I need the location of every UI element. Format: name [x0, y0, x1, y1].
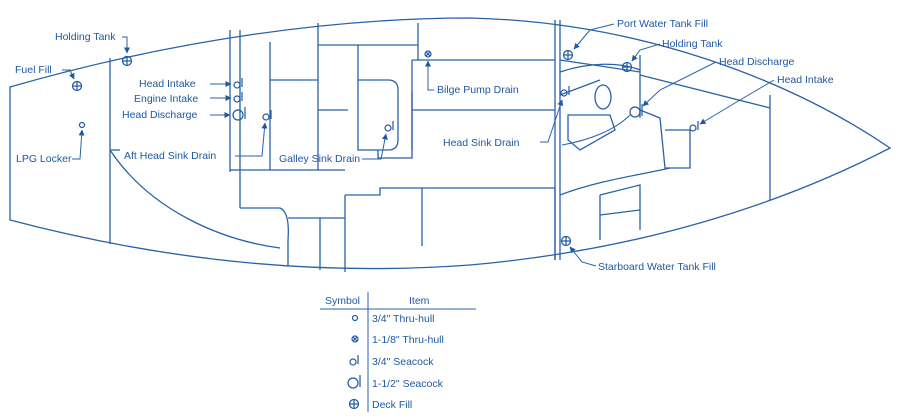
label-head-discharge-fwd: Head Discharge [719, 56, 794, 68]
legend-item: 1-1/8" Thru-hull [372, 334, 444, 346]
label-head-discharge-aft: Head Discharge [122, 109, 197, 121]
head-discharge-aft-seacock-icon [232, 107, 246, 121]
plan-labels: Holding Tank Fuel Fill LPG Locker Head I… [15, 18, 834, 273]
head-intake-fwd-seacock-icon [689, 121, 699, 132]
starboard-water-tank-fill-deck-fill-icon [560, 235, 572, 247]
legend-item: 3/4" Thru-hull [372, 313, 434, 325]
head-sink-fwd-seacock-icon [560, 86, 570, 97]
head-discharge-fwd-seacock-icon [629, 104, 643, 118]
label-holding-tank-port: Holding Tank [55, 31, 116, 43]
engine-intake-seacock-icon [233, 92, 243, 103]
label-head-intake-fwd: Head Intake [777, 74, 834, 86]
label-aft-head-sink-drain: Aft Head Sink Drain [124, 150, 216, 162]
label-holding-tank-fwd: Holding Tank [662, 38, 723, 50]
holding-tank-port-deck-fill-icon [121, 55, 133, 67]
label-head-intake-aft: Head Intake [139, 78, 196, 90]
fuel-fill-deck-fill-icon [71, 80, 83, 92]
label-fuel-fill: Fuel Fill [15, 64, 52, 76]
port-water-tank-fill-deck-fill-icon [562, 49, 574, 61]
legend-crossed-thru-hull-icon [351, 335, 359, 343]
legend-deck-fill-icon [348, 398, 360, 410]
label-head-sink-drain: Head Sink Drain [443, 137, 520, 149]
label-port-water-tank-fill: Port Water Tank Fill [617, 18, 708, 30]
leader-lines [62, 23, 775, 267]
lpg-locker-thru-hull-icon [78, 121, 86, 129]
label-lpg-locker: LPG Locker [16, 153, 72, 165]
holding-tank-fwd-deck-fill-icon [621, 61, 633, 73]
plan-symbols [71, 49, 699, 247]
aft-head-sink-seacock-icon [262, 110, 272, 121]
legend-item: 3/4" Seacock [372, 356, 434, 368]
head-intake-aft-seacock-icon [233, 78, 243, 89]
label-engine-intake: Engine Intake [134, 93, 198, 105]
interior-layout [109, 20, 771, 272]
galley-sink-seacock-icon [384, 121, 394, 132]
legend-header-symbol: Symbol [325, 295, 360, 307]
label-galley-sink-drain: Galley Sink Drain [279, 153, 360, 165]
hull-outline [9, 17, 892, 270]
label-starboard-water-tank-fill: Starboard Water Tank Fill [598, 261, 716, 273]
legend-small-thru-hull-icon [351, 314, 359, 322]
legend-item: Deck Fill [372, 399, 412, 411]
legend-large-seacock-icon [347, 375, 361, 389]
label-bilge-pump-drain: Bilge Pump Drain [437, 84, 519, 96]
legend-small-seacock-icon [349, 355, 359, 366]
legend-header-item: Item [409, 295, 430, 307]
legend-item: 1-1/2" Seacock [372, 378, 444, 390]
legend: Symbol Item 3/4" Thru-hull 1-1/8" Thru-h… [320, 292, 476, 412]
bilge-pump-thru-hull-icon [424, 50, 432, 58]
